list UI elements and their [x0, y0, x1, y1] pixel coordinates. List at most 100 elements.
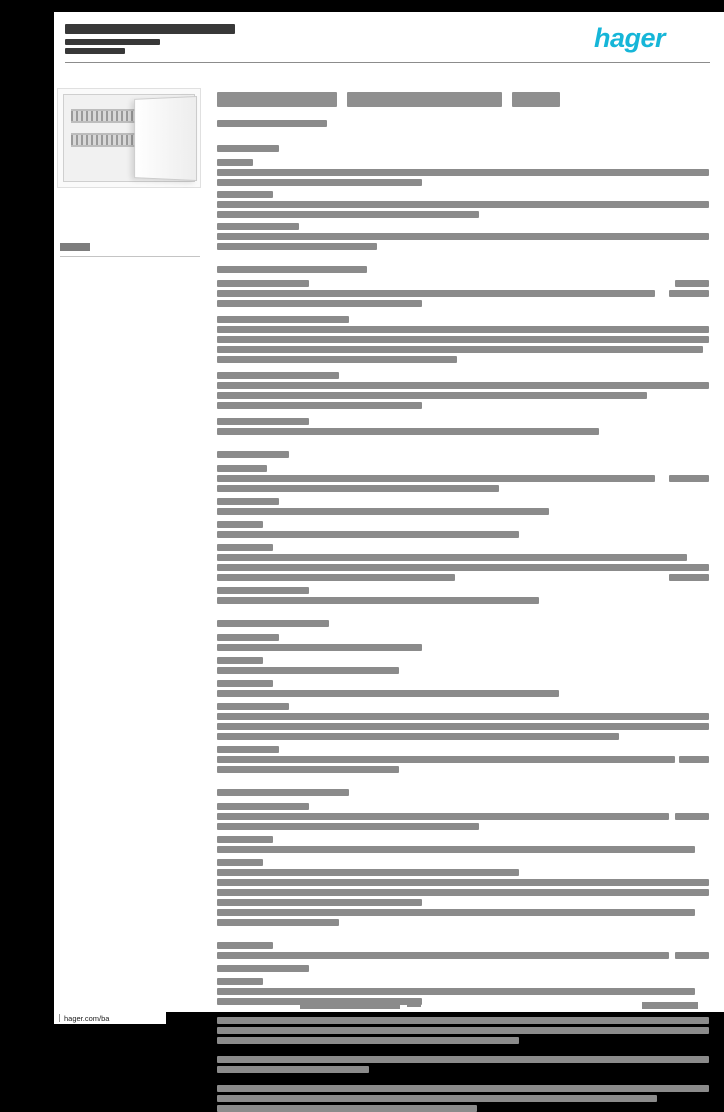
redacted-text-line — [217, 179, 709, 186]
redacted-text — [217, 145, 279, 152]
redacted-text — [217, 1095, 657, 1102]
redacted-text — [217, 680, 273, 687]
redacted-text — [217, 544, 273, 551]
redacted-text — [217, 169, 709, 176]
redacted-text-line — [217, 145, 709, 152]
redacted-text-line — [217, 223, 709, 230]
redacted-dash — [407, 1004, 421, 1007]
image-caption-redacted — [60, 243, 90, 251]
redacted-text-line — [217, 733, 709, 740]
redacted-text — [217, 428, 599, 435]
redacted-text — [217, 634, 279, 641]
redacted-text-line — [217, 667, 709, 674]
redacted-text — [217, 1085, 709, 1092]
redacted-text — [217, 300, 422, 307]
redacted-value — [669, 574, 709, 581]
redacted-text-line — [217, 823, 709, 830]
redacted-text-line — [217, 418, 709, 425]
redacted-text — [217, 723, 709, 730]
redacted-text-line — [217, 485, 709, 492]
redacted-text-line — [217, 544, 709, 551]
redacted-text-line — [217, 191, 709, 198]
redacted-text-line — [217, 402, 709, 409]
redacted-text — [217, 879, 709, 886]
redacted-text — [217, 620, 329, 627]
redacted-text — [217, 713, 709, 720]
redacted-text — [217, 498, 279, 505]
redacted-line — [300, 1002, 400, 1009]
redacted-text-line — [217, 356, 709, 363]
redacted-text-line — [217, 723, 709, 730]
redacted-text — [217, 475, 655, 482]
redacted-value — [679, 756, 709, 763]
redacted-text-line — [217, 564, 709, 571]
redacted-text-line — [217, 346, 709, 353]
redacted-text — [217, 223, 299, 230]
redacted-text-line — [217, 1056, 709, 1063]
redacted-text-line — [217, 233, 709, 240]
redacted-text — [217, 988, 695, 995]
redacted-text-line — [217, 703, 709, 710]
content-column — [217, 92, 709, 1112]
redacted-text-line — [217, 1027, 709, 1034]
redacted-text-line — [217, 554, 709, 561]
redacted-text-line — [217, 1017, 709, 1024]
redacted-text-line — [217, 644, 709, 651]
redacted-text — [217, 179, 422, 186]
redacted-text-line — [217, 266, 709, 273]
redacted-text-line — [217, 1037, 709, 1044]
redacted-text-line — [217, 634, 709, 641]
redacted-text — [217, 846, 695, 853]
din-rail-row-1 — [71, 109, 143, 123]
redacted-text — [217, 266, 367, 273]
redacted-value — [669, 475, 709, 482]
redacted-text — [217, 746, 279, 753]
redacted-text-line — [217, 280, 709, 287]
image-caption-rule — [60, 256, 200, 257]
redacted-text — [217, 326, 709, 333]
redacted-text — [217, 451, 289, 458]
redacted-text — [217, 564, 709, 571]
redacted-text — [217, 942, 273, 949]
redacted-text-line — [217, 243, 709, 250]
redacted-text — [217, 899, 422, 906]
redacted-text — [217, 574, 455, 581]
page-number-bar — [300, 1002, 421, 1009]
redacted-text — [217, 120, 327, 127]
redacted-text-line — [217, 713, 709, 720]
redacted-text-line — [217, 952, 709, 959]
redacted-text-line — [217, 372, 709, 379]
redacted-text-line — [217, 680, 709, 687]
redacted-text-line — [217, 1095, 709, 1102]
redacted-text-line — [217, 336, 709, 343]
redacted-text — [217, 965, 309, 972]
document-title-redacted — [217, 92, 709, 107]
redacted-text-line — [217, 587, 709, 594]
redacted-text — [217, 869, 519, 876]
redacted-text-line — [217, 382, 709, 389]
redacted-text — [217, 597, 539, 604]
redacted-text — [217, 392, 647, 399]
redacted-word — [217, 92, 337, 107]
redacted-text — [217, 859, 263, 866]
redacted-text-line — [217, 290, 709, 297]
redacted-text — [217, 703, 289, 710]
redacted-text — [217, 336, 709, 343]
redacted-word — [347, 92, 502, 107]
redacted-text — [217, 356, 457, 363]
redacted-text-line — [217, 428, 709, 435]
footer-website-box: hager.com/ba — [54, 1012, 166, 1024]
redacted-header-line — [65, 48, 125, 54]
redacted-text — [217, 1027, 709, 1034]
redacted-word — [512, 92, 560, 107]
redacted-text — [217, 1017, 709, 1024]
redacted-text-line — [217, 998, 709, 1005]
redacted-text — [217, 201, 709, 208]
header-divider — [65, 62, 710, 63]
redacted-text-line — [217, 508, 709, 515]
redacted-text — [217, 243, 377, 250]
redacted-text — [217, 316, 349, 323]
redacted-text-line — [217, 657, 709, 664]
redacted-text-line — [217, 909, 709, 916]
redacted-value — [669, 290, 709, 297]
